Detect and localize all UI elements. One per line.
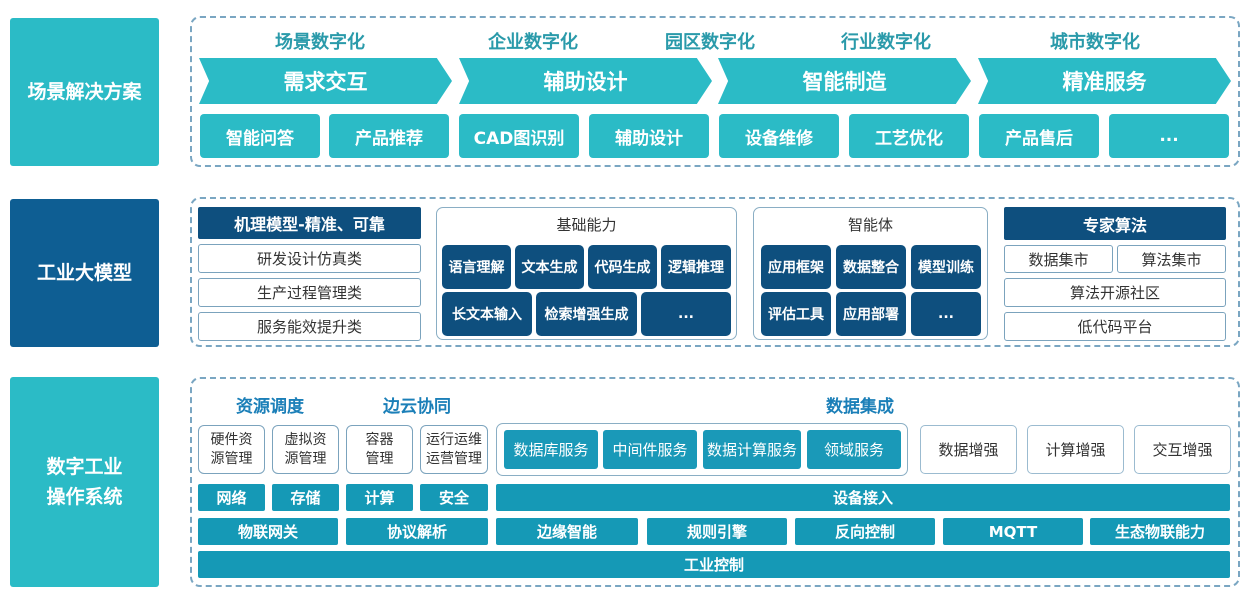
basic-capability-item: 长文本输入 xyxy=(442,292,532,336)
os-panel xyxy=(190,377,1240,587)
device-access-bar: 设备接入 xyxy=(496,484,1230,511)
expert-item: 低代码平台 xyxy=(1004,312,1226,341)
capability-bar: 规则引擎 xyxy=(647,518,787,545)
infra-bar: 存储 xyxy=(272,484,339,511)
basic-capability-item: 代码生成 xyxy=(588,245,657,289)
resource-item-line: 硬件资 xyxy=(210,431,253,448)
edge-item-line: 容器 xyxy=(365,431,394,448)
basic-capability-item: ... xyxy=(641,292,731,336)
agent-item: 应用框架 xyxy=(761,245,831,289)
scene-item: ... xyxy=(1109,114,1229,158)
mechanism-item: 服务能效提升类 xyxy=(198,312,421,341)
edge-item-line: 运营管理 xyxy=(426,450,482,467)
edge-item-line: 管理 xyxy=(365,450,394,467)
os-title-line2: 操作系统 xyxy=(46,486,123,508)
edge-item-line: 运行运维 xyxy=(426,431,482,448)
basic-capability-item: 检索增强生成 xyxy=(536,292,637,336)
category-label: 行业数字化 xyxy=(841,32,931,53)
capability-bar: 边缘智能 xyxy=(496,518,638,545)
category-label: 园区数字化 xyxy=(665,32,755,53)
category-label: 城市数字化 xyxy=(1050,32,1140,53)
data-service-item: 数据计算服务 xyxy=(703,430,801,469)
scene-item: 智能问答 xyxy=(200,114,320,158)
resource-scheduling-title: 资源调度 xyxy=(236,396,304,417)
scene-item: 工艺优化 xyxy=(849,114,969,158)
expert-item: 算法开源社区 xyxy=(1004,278,1226,307)
basic-capability-title: 基础能力 xyxy=(556,215,617,234)
chevron-stage: 需求交互 xyxy=(199,58,452,104)
scene-item: 辅助设计 xyxy=(589,114,709,158)
layer-title-scene: 场景解决方案 xyxy=(10,18,159,166)
data-service-item: 中间件服务 xyxy=(603,430,697,469)
scene-item: CAD图识别 xyxy=(459,114,579,158)
capability-bar: MQTT xyxy=(943,518,1083,545)
mechanism-item: 研发设计仿真类 xyxy=(198,244,421,273)
edge-item: 容器 管理 xyxy=(346,425,413,474)
agent-item: 应用部署 xyxy=(836,292,906,336)
scene-item: 设备维修 xyxy=(719,114,839,158)
capability-bar: 协议解析 xyxy=(346,518,488,545)
resource-item-line: 虚拟资 xyxy=(284,431,327,448)
category-label: 场景数字化 xyxy=(275,32,365,53)
data-integration-title: 数据集成 xyxy=(826,396,894,417)
layer-title-os: 数字工业 操作系统 xyxy=(10,377,159,587)
infra-bar: 安全 xyxy=(420,484,488,511)
resource-item: 硬件资 源管理 xyxy=(198,425,265,474)
scene-item: 产品售后 xyxy=(979,114,1099,158)
scene-panel xyxy=(190,16,1240,167)
infra-bar: 网络 xyxy=(198,484,265,511)
agent-item: 模型训练 xyxy=(911,245,981,289)
edge-item: 运行运维 运营管理 xyxy=(420,425,488,474)
mechanism-model-header: 机理模型-精准、可靠 xyxy=(198,207,421,239)
agent-title: 智能体 xyxy=(847,215,893,234)
resource-item-line: 源管理 xyxy=(284,450,327,467)
capability-bar: 反向控制 xyxy=(795,518,935,545)
agent-item: 评估工具 xyxy=(761,292,831,336)
resource-item: 虚拟资 源管理 xyxy=(272,425,339,474)
agent-item: ... xyxy=(911,292,981,336)
enhance-item: 数据增强 xyxy=(920,425,1017,474)
chevron-stage: 辅助设计 xyxy=(459,58,712,104)
resource-item-line: 源管理 xyxy=(210,450,253,467)
category-label: 企业数字化 xyxy=(488,32,578,53)
model-panel xyxy=(190,197,1240,347)
mechanism-item: 生产过程管理类 xyxy=(198,278,421,307)
expert-algorithm-header: 专家算法 xyxy=(1004,207,1226,240)
data-service-item: 领域服务 xyxy=(807,430,901,469)
capability-bar: 生态物联能力 xyxy=(1090,518,1230,545)
layer-title-model: 工业大模型 xyxy=(10,199,159,347)
capability-bar: 物联网关 xyxy=(198,518,338,545)
scene-item: 产品推荐 xyxy=(329,114,449,158)
chevron-stage: 精准服务 xyxy=(978,58,1231,104)
data-service-item: 数据库服务 xyxy=(504,430,598,469)
agent-item: 数据整合 xyxy=(836,245,906,289)
industrial-control-bar: 工业控制 xyxy=(198,551,1230,578)
infra-bar: 计算 xyxy=(346,484,413,511)
enhance-item: 计算增强 xyxy=(1027,425,1124,474)
os-title-line1: 数字工业 xyxy=(46,456,123,478)
edge-cloud-title: 边云协同 xyxy=(383,396,451,417)
chevron-stage: 智能制造 xyxy=(718,58,971,104)
basic-capability-item: 语言理解 xyxy=(442,245,511,289)
expert-item: 算法集市 xyxy=(1117,245,1226,273)
basic-capability-item: 逻辑推理 xyxy=(661,245,731,289)
basic-capability-item: 文本生成 xyxy=(515,245,584,289)
expert-item: 数据集市 xyxy=(1004,245,1113,273)
enhance-item: 交互增强 xyxy=(1134,425,1231,474)
